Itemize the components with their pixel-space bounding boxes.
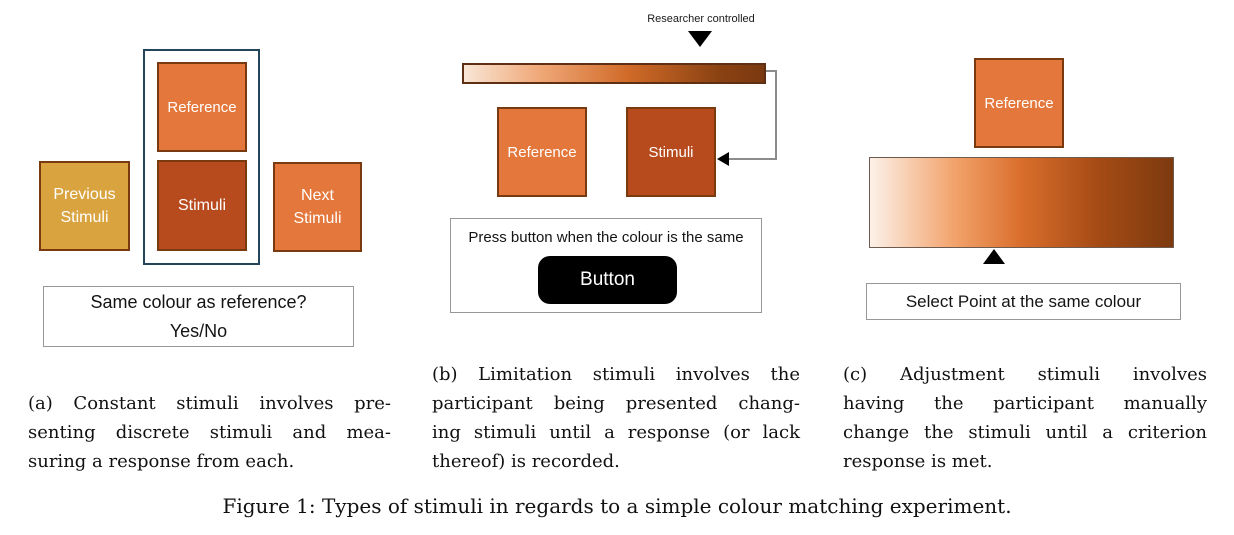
next-stimuli-label-line1: Next <box>301 187 334 204</box>
caption-a: (a) Constant stimuli involves pre- senti… <box>28 389 391 476</box>
caption-b-line: participant being presented chang- <box>432 393 800 414</box>
changing-stimulus-gradient-bar <box>462 63 766 84</box>
yes-no-text: Yes/No <box>169 320 228 341</box>
caption-c-line: having the participant manually <box>843 393 1207 414</box>
stimuli-label-b: Stimuli <box>648 143 694 161</box>
reference-square-a: Reference <box>157 62 247 152</box>
left-arrowhead-icon <box>717 152 729 166</box>
select-point-instruction: Select Point at the same colour <box>905 291 1142 311</box>
caption-b-line: thereof) is recorded. <box>432 451 620 472</box>
reference-label-b: Reference <box>507 143 577 161</box>
constant-stimuli-frame <box>143 49 260 265</box>
connector-arrow <box>717 70 777 166</box>
adjustable-gradient-strip <box>869 157 1174 248</box>
button: Button <box>538 256 677 304</box>
caption-c-line: (c) Adjustment stimuli involves <box>843 364 1207 385</box>
up-arrow-icon <box>983 249 1005 264</box>
caption-b-line: (b) Limitation stimuli involves the <box>432 364 800 385</box>
press-button-instruction: Press button when the colour is the same <box>468 229 744 246</box>
stimuli-square-b: Stimuli <box>626 107 716 197</box>
caption-b: (b) Limitation stimuli involves the part… <box>432 360 800 476</box>
caption-c-line: response is met. <box>843 451 993 472</box>
press-button-panel: Press button when the colour is the same… <box>450 218 762 313</box>
caption-a-line: suring a response from each. <box>28 451 295 472</box>
caption-a-line: (a) Constant stimuli involves pre- <box>28 393 391 414</box>
question-text: Same colour as reference? <box>90 291 307 312</box>
next-stimuli-label-line2: Stimuli <box>293 210 342 227</box>
previous-stimuli-label-line1: Previous <box>53 186 116 203</box>
button-label: Button <box>580 269 635 290</box>
same-colour-question-box: Same colour as reference? Yes/No <box>43 286 354 347</box>
previous-stimuli-label-line2: Stimuli <box>60 209 109 226</box>
reference-square-b: Reference <box>497 107 587 197</box>
caption-b-line: ing stimuli until a response (or lack <box>432 422 800 443</box>
figure-caption: Figure 1: Types of stimuli in regards to… <box>222 494 1012 518</box>
caption-c-line: change the stimuli until a criterion <box>843 422 1207 443</box>
researcher-controlled-label: Researcher controlled <box>647 13 755 25</box>
caption-a-line: senting discrete stimuli and mea- <box>28 422 391 443</box>
stimuli-square-a: Stimuli <box>157 160 247 251</box>
select-point-box: Select Point at the same colour <box>866 283 1181 320</box>
reference-label-c: Reference <box>984 94 1054 112</box>
previous-stimuli-square: Previous Stimuli <box>39 161 130 251</box>
down-arrow-icon <box>688 31 712 47</box>
reference-label-a: Reference <box>167 98 237 116</box>
caption-c: (c) Adjustment stimuli involves having t… <box>843 360 1207 476</box>
stimuli-label-a: Stimuli <box>177 197 226 214</box>
reference-square-c: Reference <box>974 58 1064 148</box>
next-stimuli-square: Next Stimuli <box>273 162 362 252</box>
